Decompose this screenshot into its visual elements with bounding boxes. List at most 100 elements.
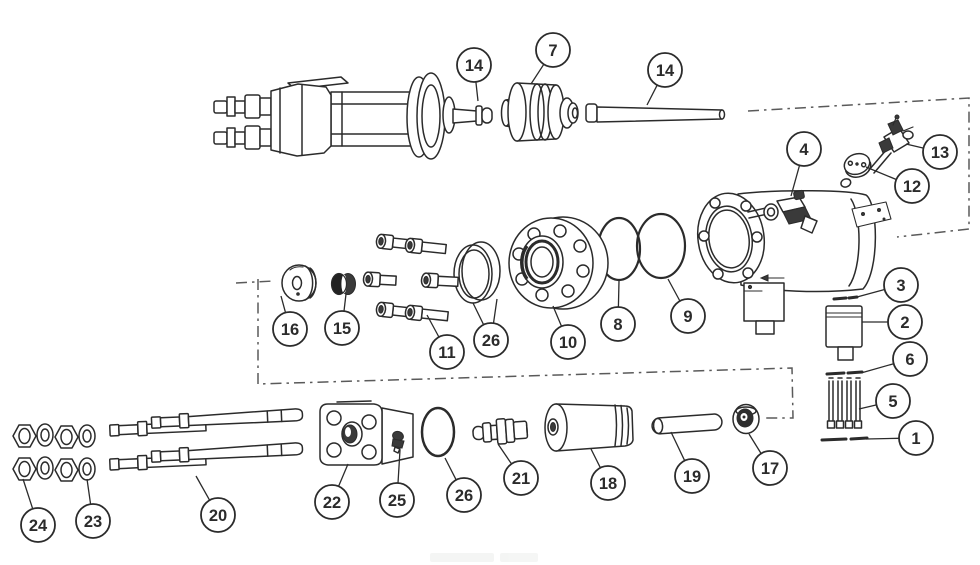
part-24-lock-nuts: [12, 424, 79, 482]
callout-number: 15: [333, 320, 351, 338]
callout-2: 2: [887, 304, 923, 340]
callout-leader-26: [492, 298, 498, 324]
callout-balloon: [922, 134, 958, 170]
part-4-motor-housing: [696, 189, 892, 335]
callout-number: 26: [482, 332, 500, 350]
part-7-coupling: [500, 82, 579, 142]
callout-17: 17: [752, 450, 788, 486]
callout-leader-15: [343, 293, 347, 312]
callout-number: 6: [905, 351, 914, 369]
callout-number: 16: [281, 321, 299, 339]
part-10-bearing-plate: [508, 216, 609, 310]
callout-number: 14: [656, 62, 675, 80]
part-5-stud-bolts: [826, 377, 863, 429]
callout-number: 1: [911, 430, 920, 448]
callout-24: 24: [20, 507, 56, 543]
callout-leader-25: [397, 449, 401, 484]
callout-number: 21: [512, 470, 530, 488]
callout-leader-24: [22, 478, 34, 510]
callout-balloon: [752, 450, 788, 486]
callout-balloon: [429, 334, 465, 370]
part-26-seal-rings: [453, 241, 501, 304]
callout-7: 7: [535, 32, 571, 68]
callout-balloon: [314, 484, 350, 520]
callout-balloon: [473, 322, 509, 358]
callout-number: 14: [465, 57, 484, 75]
part-16-end-cap: [281, 264, 317, 302]
part-14-thru-rod: [585, 103, 726, 123]
callout-14: 14: [647, 52, 683, 88]
callout-23: 23: [75, 503, 111, 539]
callout-leader-18: [590, 448, 601, 469]
callout-9: 9: [670, 298, 706, 334]
callout-26: 26: [446, 477, 482, 513]
callout-leader-5: [858, 404, 877, 410]
part-3-gasket-ring: [832, 295, 859, 301]
callout-number: 9: [683, 308, 692, 326]
callout-3: 3: [883, 267, 919, 303]
callout-number: 23: [84, 513, 102, 531]
callout-leader-14: [646, 84, 658, 106]
callout-18: 18: [590, 465, 626, 501]
callout-leader-4: [790, 165, 801, 197]
callout-20: 20: [200, 497, 236, 533]
callout-leader-26: [444, 457, 457, 481]
callout-leader-1: [865, 437, 900, 440]
callout-balloon: [674, 458, 710, 494]
callout-8: 8: [600, 306, 636, 342]
part-25-fitting: [391, 430, 405, 454]
callout-balloon: [590, 465, 626, 501]
callout-balloon: [883, 267, 919, 303]
callout-balloon: [670, 298, 706, 334]
part-14-shaft-pin: [475, 105, 493, 126]
callout-balloon: [894, 168, 930, 204]
callout-number: 26: [455, 487, 473, 505]
callout-4: 4: [786, 131, 822, 167]
callout-number: 7: [548, 42, 557, 60]
callout-11: 11: [429, 334, 465, 370]
part-15-seal-grommet: [330, 272, 356, 296]
callout-balloon: [535, 32, 571, 68]
callout-number: 12: [903, 178, 921, 196]
callout-22: 22: [314, 484, 350, 520]
callout-balloon: [875, 383, 911, 419]
part-21-valve-fitting: [472, 417, 529, 445]
callout-leader-26: [472, 302, 485, 325]
callout-balloon: [550, 324, 586, 360]
callout-balloon: [75, 503, 111, 539]
callout-number: 11: [438, 344, 455, 362]
callout-leader-10: [552, 305, 563, 327]
housing-name-plate: [851, 201, 892, 228]
callout-number: 25: [388, 492, 406, 510]
callout-leader-21: [497, 443, 513, 465]
callout-balloon: [200, 497, 236, 533]
part-18-cylinder: [544, 403, 634, 452]
callout-balloon: [456, 47, 492, 83]
assembly-boundary-lines: [235, 97, 970, 419]
callout-balloon: [892, 341, 928, 377]
callout-number: 18: [599, 475, 617, 493]
part-6-gasket-strip: [825, 370, 864, 376]
housing-solenoid-block: [743, 274, 785, 335]
callout-21: 21: [503, 460, 539, 496]
part-9-oring: [635, 212, 687, 280]
callout-number: 2: [900, 314, 909, 332]
callout-leader-23: [86, 478, 92, 505]
callout-balloon: [20, 507, 56, 543]
callout-leader-13: [905, 143, 924, 149]
part-13-valve: [868, 114, 914, 174]
callout-13: 13: [922, 134, 958, 170]
callout-balloon: [446, 477, 482, 513]
callout-5: 5: [875, 383, 911, 419]
callout-balloon: [786, 131, 822, 167]
callout-1: 1: [898, 420, 934, 456]
part-20-tie-rods: [108, 408, 304, 471]
faint-cropped-caption: [430, 553, 538, 562]
callout-10: 10: [550, 324, 586, 360]
callout-number: 5: [888, 393, 897, 411]
part-2-brush-block: [825, 305, 863, 361]
callout-number: 22: [323, 494, 341, 512]
callout-balloon: [898, 420, 934, 456]
